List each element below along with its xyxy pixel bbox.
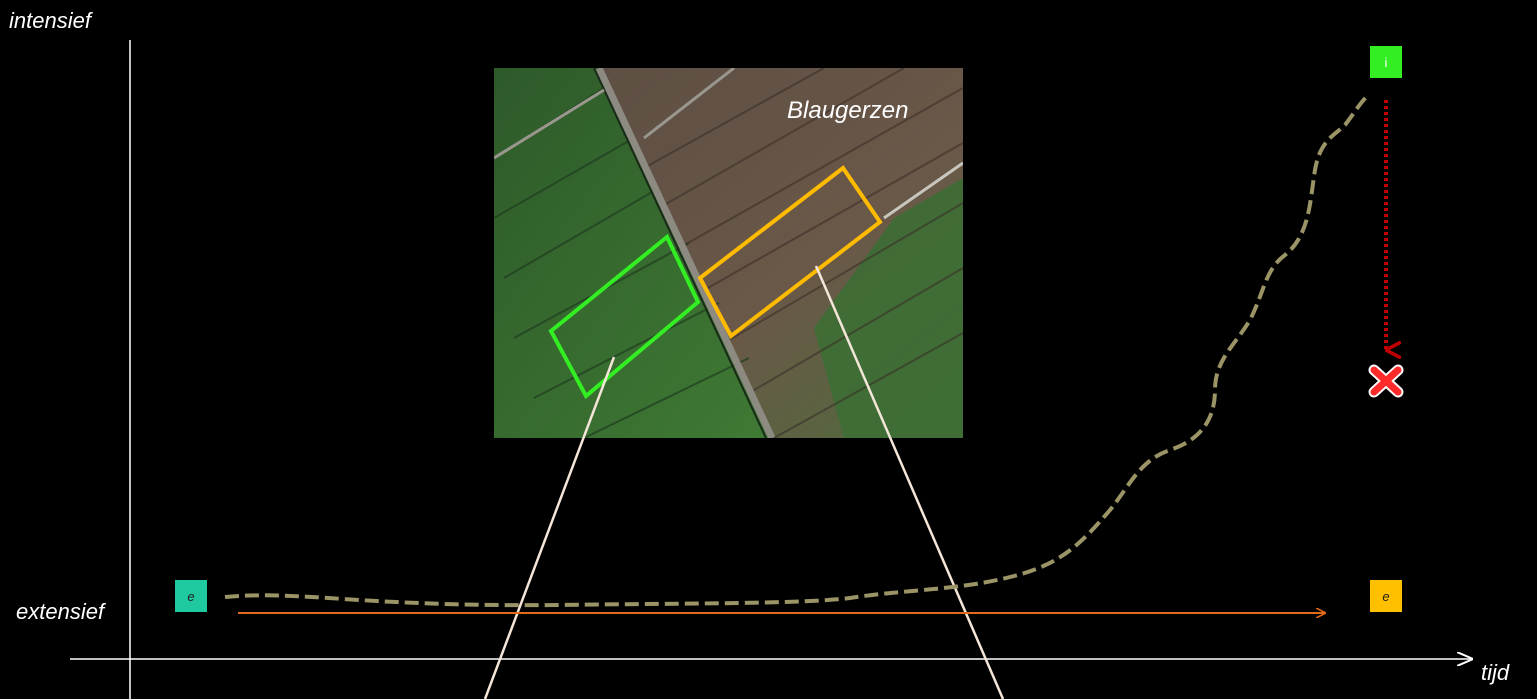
orange-field-outline (697, 165, 883, 340)
x-mark-icon (1368, 364, 1404, 398)
aerial-photo (494, 68, 963, 438)
intensification-path (224, 94, 1370, 608)
green-field-outline (548, 233, 701, 400)
y-axis-bottom-label: extensief (16, 599, 105, 624)
end-intensive-marker: i (1370, 46, 1402, 78)
start-extensive-marker: e (175, 580, 207, 612)
orange-field-pointer (814, 265, 1005, 699)
end-extensive-marker: e (1370, 580, 1402, 612)
green-field-pointer (483, 356, 616, 699)
photo-title: Blaugerzen (787, 97, 909, 124)
y-axis-top-label: intensief (9, 8, 91, 33)
x-axis-label: tijd (1481, 660, 1510, 685)
